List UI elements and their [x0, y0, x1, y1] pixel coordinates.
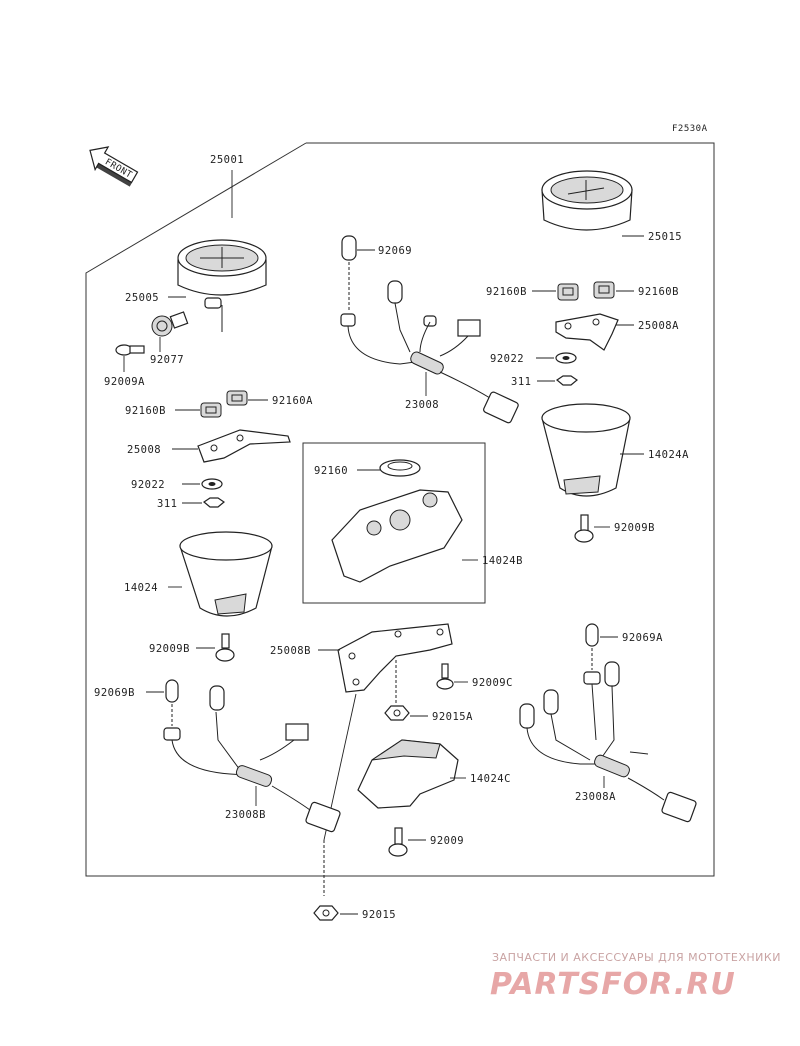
label-23008B: 23008B [225, 809, 266, 821]
watermark-brand: PARTSFOR.RU [490, 967, 736, 1002]
cover-14024C [357, 739, 459, 809]
label-92009B-left: 92009B [149, 643, 190, 655]
washer-92022-right [555, 352, 577, 364]
meter-cover-14024A [541, 403, 631, 497]
label-92009B-right: 92009B [614, 522, 655, 534]
label-23008: 23008 [405, 399, 439, 411]
meter-cover-14024 [179, 531, 273, 617]
bracket-25008 [197, 429, 291, 463]
label-92069B: 92069B [94, 687, 135, 699]
wire-harness-23008A [519, 661, 697, 823]
washer-92022-left [201, 478, 223, 490]
bulb-92069B [165, 679, 179, 703]
bracket-25008A [555, 313, 619, 351]
label-92160B-right-2: 92160B [638, 286, 679, 298]
label-311-left: 311 [157, 498, 177, 510]
label-92160B-left: 92160B [125, 405, 166, 417]
watermark-caption: ЗАПЧАСТИ И АКСЕССУАРЫ ДЛЯ МОТОТЕХНИКИ [492, 951, 781, 964]
grommet-92160B-left [200, 402, 222, 418]
tachometer-25015 [541, 170, 633, 231]
label-92022-left: 92022 [131, 479, 165, 491]
front-direction-arrow: FRONT [89, 146, 139, 187]
label-25001: 25001 [210, 154, 244, 166]
label-25015: 25015 [648, 231, 682, 243]
nut-92015 [313, 905, 339, 921]
subassembly-frame-14024B [302, 442, 486, 604]
nut-92015A [384, 705, 410, 721]
label-14024A: 14024A [648, 449, 689, 461]
label-92160B-right-1: 92160B [486, 286, 527, 298]
label-25008: 25008 [127, 444, 161, 456]
label-14024: 14024 [124, 582, 158, 594]
speedometer-25005 [177, 239, 267, 332]
label-92009: 92009 [430, 835, 464, 847]
nut-311-left [202, 497, 226, 508]
label-92015A: 92015A [432, 711, 473, 723]
screw-92009C [436, 663, 454, 690]
nut-311-right [555, 375, 579, 386]
label-92022-right: 92022 [490, 353, 524, 365]
label-25008A: 25008A [638, 320, 679, 332]
label-14024B: 14024B [482, 555, 523, 567]
bolt-92009B-right [574, 514, 594, 543]
bracket-25008B [337, 623, 453, 693]
drive-gear-92077 [151, 311, 189, 337]
label-92069A: 92069A [622, 632, 663, 644]
grommet-92160B-right-2 [593, 281, 615, 299]
grommet-92160B-right-1 [557, 283, 579, 301]
label-92015: 92015 [362, 909, 396, 921]
label-92077: 92077 [150, 354, 184, 366]
wire-harness-23008B [163, 685, 341, 833]
wire-harness-23008 [340, 280, 519, 424]
label-25005: 25005 [125, 292, 159, 304]
assembly-frame [85, 142, 715, 877]
label-25008B: 25008B [270, 645, 311, 657]
bolt-92009B-left [215, 633, 235, 662]
label-14024C: 14024C [470, 773, 511, 785]
screw-92009A [115, 344, 145, 356]
label-92069: 92069 [378, 245, 412, 257]
grommet-92160A [226, 390, 248, 406]
label-92160: 92160 [314, 465, 348, 477]
label-92160A: 92160A [272, 395, 313, 407]
label-311-right: 311 [511, 376, 531, 388]
diagram-code: F2530A [672, 124, 708, 134]
bolt-92009 [388, 827, 408, 857]
bulb-92069 [341, 235, 357, 261]
inner-cover-14024B [331, 489, 463, 583]
label-23008A: 23008A [575, 791, 616, 803]
label-92009A: 92009A [104, 376, 145, 388]
grommet-92160 [379, 459, 421, 477]
bulb-92069A [585, 623, 599, 647]
label-92009C: 92009C [472, 677, 513, 689]
